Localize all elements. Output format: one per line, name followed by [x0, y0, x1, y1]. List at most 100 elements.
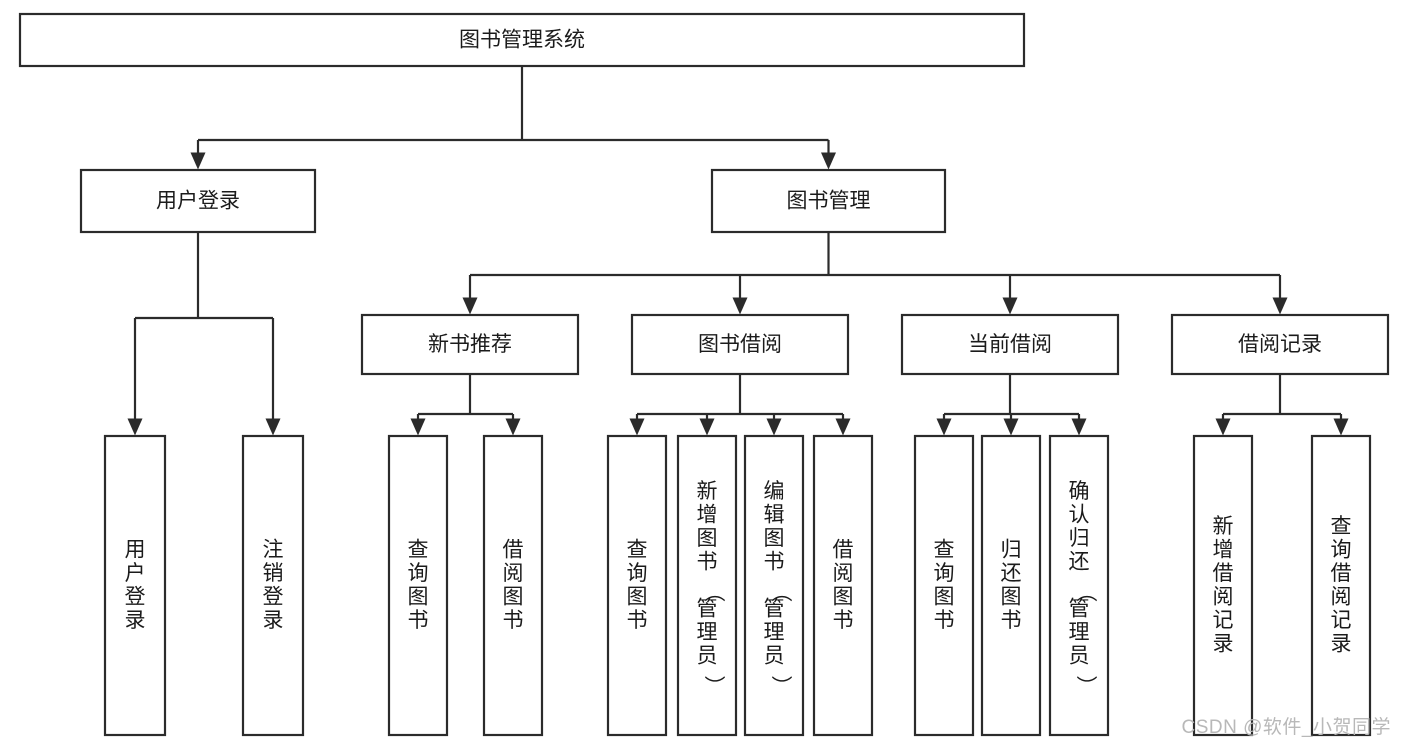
svg-text:询: 询 [408, 562, 429, 585]
svg-text:阅: 阅 [833, 562, 854, 585]
svg-text:归: 归 [1001, 539, 1022, 562]
svg-text:理: 理 [764, 621, 785, 644]
node-box-book-manage[interactable] [710, 168, 947, 234]
svg-text:新: 新 [1213, 515, 1234, 538]
svg-text:借: 借 [1213, 562, 1234, 585]
svg-text:书: 书 [697, 550, 718, 573]
svg-text:户: 户 [125, 562, 146, 585]
node-box-leaf-query-record[interactable] [1310, 434, 1372, 737]
node-box-leaf-query-book-rec[interactable] [387, 434, 449, 737]
node-box-leaf-query-book-c[interactable] [913, 434, 975, 737]
svg-text:询: 询 [934, 562, 955, 585]
svg-text:图: 图 [1001, 586, 1022, 609]
svg-text:查: 查 [627, 539, 648, 562]
arrow-head [821, 152, 836, 170]
arrow-head [835, 418, 851, 436]
svg-text:新: 新 [697, 480, 718, 503]
svg-text:记: 记 [1213, 609, 1234, 632]
svg-text:图: 图 [408, 586, 429, 609]
arrow-head [1215, 418, 1231, 436]
node-box-book-borrow[interactable] [630, 313, 850, 376]
svg-text:图: 图 [833, 586, 854, 609]
node-label-user-login: 用户登录 [156, 190, 240, 213]
svg-text:书: 书 [503, 609, 524, 632]
node-box-leaf-logout[interactable] [241, 434, 305, 737]
svg-text:借: 借 [833, 539, 854, 562]
node-box-leaf-return-book[interactable] [980, 434, 1042, 737]
svg-text:（: （ [769, 581, 792, 602]
node-box-leaf-edit-book[interactable] [743, 434, 805, 737]
node-label-borrow-record: 借阅记录 [1238, 333, 1322, 356]
arrow-head [505, 418, 521, 436]
node-box-leaf-query-book-b[interactable] [606, 434, 668, 737]
node-box-root[interactable] [18, 12, 1026, 68]
svg-text:）: ） [1074, 675, 1097, 696]
svg-text:借: 借 [1331, 562, 1352, 585]
svg-text:记: 记 [1331, 609, 1352, 632]
arrow-head [127, 418, 143, 436]
node-box-leaf-add-book[interactable] [676, 434, 738, 737]
arrow-head [629, 418, 645, 436]
arrow-head [462, 297, 478, 315]
node-label-leaf-user-login: 用户登录 [125, 539, 146, 633]
svg-text:）: ） [702, 675, 725, 696]
arrow-head [410, 418, 426, 436]
svg-text:辑: 辑 [764, 503, 785, 526]
arrow-head [936, 418, 952, 436]
arrow-head [766, 418, 782, 436]
svg-text:理: 理 [697, 621, 718, 644]
svg-text:理: 理 [1069, 621, 1090, 644]
node-box-borrow-record[interactable] [1170, 313, 1390, 376]
svg-text:查: 查 [934, 539, 955, 562]
svg-text:阅: 阅 [1331, 586, 1352, 609]
svg-text:查: 查 [1331, 515, 1352, 538]
node-box-new-book-rec[interactable] [360, 313, 580, 376]
node-box-leaf-confirm-return[interactable] [1048, 434, 1110, 737]
svg-text:图: 图 [934, 586, 955, 609]
arrow-head [1272, 297, 1288, 315]
node-box-user-login[interactable] [79, 168, 317, 234]
svg-text:编: 编 [764, 480, 785, 503]
arrow-head [265, 418, 281, 436]
arrow-head [732, 297, 748, 315]
svg-text:管: 管 [1069, 597, 1090, 620]
svg-text:图: 图 [764, 527, 785, 550]
node-box-leaf-add-record[interactable] [1192, 434, 1254, 737]
svg-text:查: 查 [408, 539, 429, 562]
node-box-leaf-borrow-book-rec[interactable] [482, 434, 544, 737]
svg-text:录: 录 [1331, 633, 1352, 656]
svg-text:书: 书 [833, 609, 854, 632]
svg-text:管: 管 [764, 597, 785, 620]
arrow-head [699, 418, 715, 436]
node-label-book-manage: 图书管理 [787, 190, 871, 213]
svg-text:还: 还 [1069, 550, 1090, 573]
arrow-head [1333, 418, 1349, 436]
svg-text:阅: 阅 [1213, 586, 1234, 609]
node-box-leaf-borrow-book-b[interactable] [812, 434, 874, 737]
svg-text:员: 员 [1069, 644, 1090, 667]
svg-text:录: 录 [1213, 633, 1234, 656]
svg-text:（: （ [702, 581, 725, 602]
arrow-head [1002, 297, 1018, 315]
node-box-leaf-user-login[interactable] [103, 434, 167, 737]
svg-text:管: 管 [697, 597, 718, 620]
svg-text:书: 书 [764, 550, 785, 573]
svg-text:阅: 阅 [503, 562, 524, 585]
svg-text:）: ） [769, 675, 792, 696]
node-label-current-borrow: 当前借阅 [968, 333, 1052, 356]
svg-text:书: 书 [627, 609, 648, 632]
svg-text:销: 销 [263, 562, 284, 585]
node-box-current-borrow[interactable] [900, 313, 1120, 376]
svg-text:增: 增 [697, 503, 718, 526]
